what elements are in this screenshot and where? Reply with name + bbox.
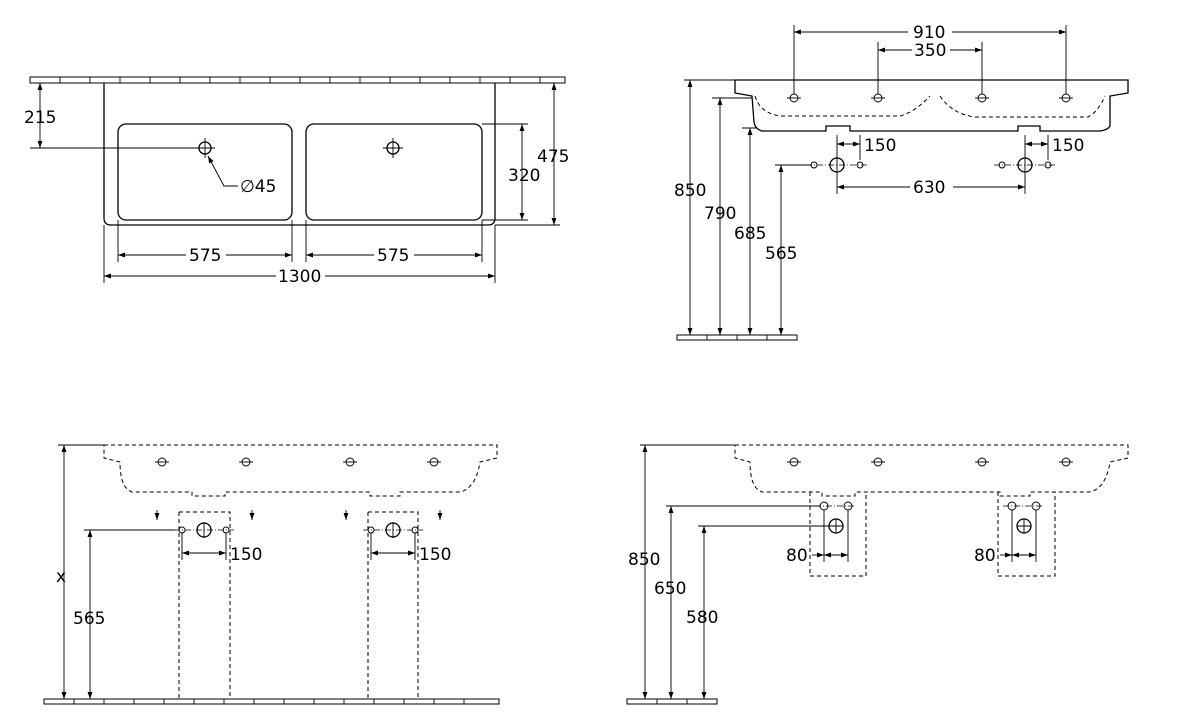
- dim-label-630: 630: [913, 178, 945, 198]
- top-view: 215 ∅45 320 475 575 575 1300: [24, 76, 569, 287]
- pedestal-view-floor: [43, 698, 500, 705]
- dim-label-350: 350: [914, 41, 946, 61]
- dim-label-685: 685: [734, 224, 766, 244]
- dim-label-80-left: 80: [786, 546, 808, 566]
- dim-label-150-elevation-left: 150: [864, 136, 896, 156]
- dim-label-150-pedestal-right: 150: [419, 545, 451, 565]
- semi-pedestal-view-floor: [626, 698, 718, 705]
- dim-label-80-right: 80: [974, 546, 996, 566]
- elevation-tap-holes: [787, 93, 1073, 103]
- dim-label-910: 910: [913, 23, 945, 43]
- elevation-waste-left: [806, 157, 868, 173]
- pedestal-view-arrows: [154, 510, 443, 520]
- dim-label-215: 215: [24, 108, 56, 128]
- pedestal-waste-right: [363, 522, 423, 538]
- semi-pedestal-holes-left: [815, 501, 856, 534]
- top-view-wall-strip: [29, 76, 566, 84]
- semi-pedestal-right: [997, 492, 1056, 577]
- top-view-outline: [103, 83, 496, 226]
- dim-label-790: 790: [704, 204, 736, 224]
- top-view-basin-right: [305, 123, 483, 221]
- elevation-waste-right: [994, 157, 1056, 173]
- semi-pedestal-holes-right: [1003, 501, 1044, 534]
- pedestal-view-tap-holes: [155, 457, 441, 467]
- elevation-view: 910 350 850 790 685 565 150: [674, 23, 1129, 341]
- top-view-tap-hole-right: [383, 138, 403, 158]
- pedestal-view: 150 150 x 565: [43, 444, 500, 705]
- dim-label-850-semi: 850: [628, 550, 660, 570]
- dim-label-diameter: ∅45: [240, 177, 276, 197]
- semi-pedestal-left: [809, 492, 867, 577]
- dim-label-580: 580: [686, 608, 718, 628]
- dim-label-565-elevation: 565: [765, 244, 797, 264]
- pedestal-view-basin: [103, 444, 498, 497]
- dim-label-850-elevation: 850: [674, 181, 706, 201]
- top-view-tap-hole-left: [195, 138, 215, 158]
- dim-label-320: 320: [508, 166, 540, 186]
- pedestal-waste-left: [174, 522, 234, 538]
- elevation-basin-outline: [734, 79, 1129, 132]
- dim-label-1300: 1300: [278, 267, 321, 287]
- dim-label-150-pedestal-left: 150: [230, 545, 262, 565]
- pedestal-right: [367, 511, 419, 698]
- semi-pedestal-view: 80 80 850 650 580: [626, 444, 1129, 705]
- semi-pedestal-view-tap-holes: [787, 457, 1073, 467]
- dim-label-150-elevation-right: 150: [1052, 136, 1084, 156]
- dim-label-575-right: 575: [377, 246, 409, 266]
- dim-label-475: 475: [537, 147, 569, 167]
- top-view-basin-left: [117, 123, 293, 221]
- dim-label-650: 650: [654, 579, 686, 599]
- dim-label-575-left: 575: [189, 246, 221, 266]
- semi-pedestal-view-basin: [734, 444, 1129, 497]
- dim-label-565-pedestal: 565: [73, 609, 105, 629]
- dim-label-x: x: [56, 567, 66, 587]
- pedestal-left: [178, 511, 231, 698]
